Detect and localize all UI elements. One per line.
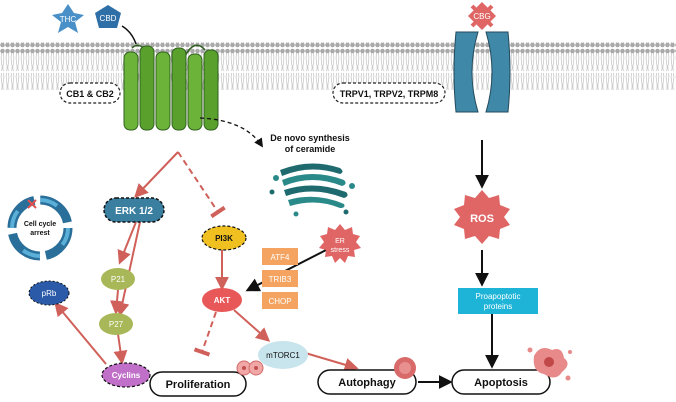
arrow-cyclins-prb xyxy=(54,301,107,365)
trib3-label: TRIB3 xyxy=(269,275,292,284)
cell-cycle-label-line1: Cell cycle xyxy=(24,221,56,228)
p21-label: P21 xyxy=(111,275,126,284)
chop-box: CHOP xyxy=(262,292,298,309)
thc-label: THC xyxy=(60,15,77,24)
cell-cycle-arrest-icon: Cell cycle arrest xyxy=(7,195,73,261)
er-label-line2: stress xyxy=(331,247,350,254)
arrow-erk-p21 xyxy=(117,221,137,265)
apoptotic-cell-icon xyxy=(527,347,572,381)
proapoptotic-box: Proapoptotic proteins xyxy=(458,288,538,314)
trib3-box: TRIB3 xyxy=(262,270,298,287)
akt-label: AKT xyxy=(214,296,231,305)
p27-node: P27 xyxy=(99,313,133,335)
erk-label: ERK 1/2 xyxy=(115,206,153,217)
er-stress-node: ER stress xyxy=(319,224,361,263)
proliferation-box: Proliferation xyxy=(149,371,247,397)
trp-channel xyxy=(453,31,511,113)
p27-label: P27 xyxy=(109,320,124,329)
ros-node: ROS xyxy=(454,190,510,244)
arrow-receptor-erk xyxy=(134,151,179,199)
cbg-ligand: CBG xyxy=(468,2,496,30)
arrow-p27-cyclins xyxy=(113,333,128,365)
trp-label-box: TRPV1, TRPV2, TRPM8 xyxy=(332,82,446,104)
cyclins-node: Cyclins xyxy=(101,362,151,388)
cell-membrane xyxy=(0,42,676,90)
trp-label: TRPV1, TRPV2, TRPM8 xyxy=(340,89,439,99)
apoptosis-label: Apoptosis xyxy=(474,377,528,389)
apoptosis-box: Apoptosis xyxy=(451,369,551,395)
cbd-label: CBD xyxy=(100,14,117,23)
atf4-label: ATF4 xyxy=(271,253,291,262)
cb-receptor-label-box: CB1 & CB2 xyxy=(59,82,121,104)
ceramide-label-line1: De novo synthesis xyxy=(270,133,350,143)
golgi-apparatus xyxy=(269,163,355,217)
cbg-label: CBG xyxy=(473,12,490,21)
proapoptotic-label-line2: proteins xyxy=(484,302,512,311)
cell-cycle-label-line2: arrest xyxy=(30,230,50,237)
ceramide-label-line2: of ceramide xyxy=(285,144,336,154)
arrow-mtorc1-autophagy xyxy=(301,351,359,372)
autophagy-label: Autophagy xyxy=(338,377,396,389)
thc-ligand: THC xyxy=(52,4,84,33)
arrow-er-akt xyxy=(245,247,331,292)
inhibit-receptor-pi3k xyxy=(177,151,226,219)
erk-node: ERK 1/2 xyxy=(103,197,165,223)
cyclins-label: Cyclins xyxy=(112,371,141,380)
arrow-akt-mtorc1 xyxy=(233,309,271,342)
cbd-ligand: CBD xyxy=(95,5,121,28)
chop-label: CHOP xyxy=(268,297,291,306)
proliferation-label: Proliferation xyxy=(166,379,231,391)
dividing-cell-icon xyxy=(236,360,264,376)
akt-node: AKT xyxy=(202,288,242,312)
atf4-box: ATF4 xyxy=(262,248,298,265)
arrow-erk-p27 xyxy=(115,221,141,317)
cb-receptor-label: CB1 & CB2 xyxy=(66,89,114,99)
inhibit-akt-proliferation xyxy=(193,311,217,357)
ros-label: ROS xyxy=(470,213,494,225)
mtorc1-node: mTORC1 xyxy=(258,341,308,369)
er-label-line1: ER xyxy=(335,238,345,245)
proapoptotic-label-line1: Proapoptotic xyxy=(476,292,521,301)
cbd-binding-line xyxy=(121,25,137,45)
autophagy-box: Autophagy xyxy=(317,369,417,395)
autophagosome-icon xyxy=(394,357,416,379)
prb-node: pRb xyxy=(28,280,70,306)
pi3k-label: PI3K xyxy=(215,234,233,243)
mtorc1-label: mTORC1 xyxy=(266,351,300,360)
pi3k-node: PI3K xyxy=(201,225,247,251)
cb-receptor xyxy=(123,44,219,131)
p21-node: P21 xyxy=(101,268,135,290)
ceramide-dashed-arrow xyxy=(199,117,263,148)
arrow-p21-p27 xyxy=(110,289,124,315)
prb-label: pRb xyxy=(42,289,57,298)
